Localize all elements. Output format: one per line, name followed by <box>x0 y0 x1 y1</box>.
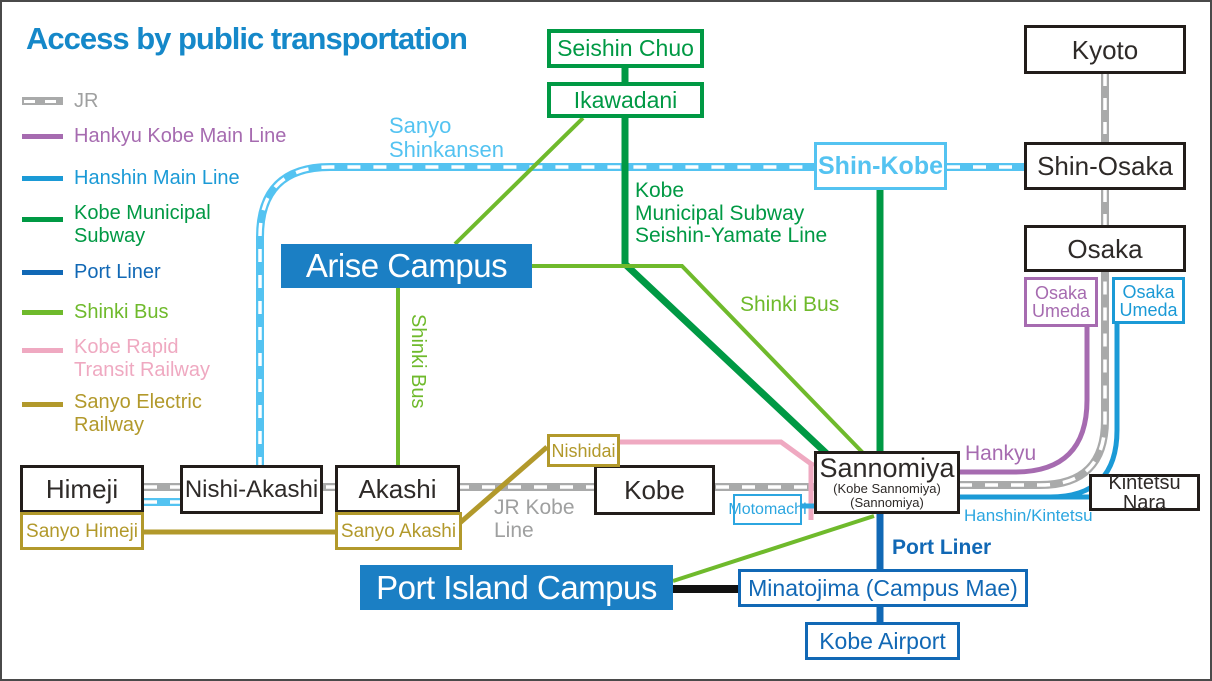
station-sannomiya: Sannomiya (Kobe Sannomiya) (Sannomiya) <box>814 451 960 514</box>
station-motomachi: Motomachi <box>728 494 807 525</box>
shinki-bus-vertical-label: Shinki Bus <box>407 314 429 409</box>
legend-swatch-subway <box>22 217 63 222</box>
station-himeji: Himeji <box>20 465 144 513</box>
subway-seishin-yamate-label: Kobe Municipal Subway Seishin-Yamate Lin… <box>635 179 828 248</box>
legend-label-subway: Kobe Municipal Subway <box>74 202 211 247</box>
legend-swatch-jr <box>22 97 63 105</box>
station-kintetsu-nara: Kintetsu Nara <box>1089 473 1200 513</box>
legend-swatch-kobe-rapid <box>22 348 63 353</box>
port-liner-label: Port Liner <box>892 536 992 559</box>
kobe-rapid-transit-line <box>620 439 816 520</box>
station-kobe: Kobe <box>594 465 715 515</box>
legend-label-port-liner: Port Liner <box>74 261 161 283</box>
sannomiya-sub-label-2: (Sannomiya) <box>850 495 924 510</box>
port-island-campus-box: Port Island Campus <box>360 565 673 610</box>
legend-label-hankyu: Hankyu Kobe Main Line <box>74 125 287 147</box>
legend-label-sanyo-electric: Sanyo Electric Railway <box>74 391 202 436</box>
station-sanyo-akashi: Sanyo Akashi <box>335 512 462 550</box>
station-kyoto: Kyoto <box>1024 25 1186 74</box>
page-title: Access by public transportation <box>26 21 468 56</box>
station-akashi: Akashi <box>335 465 460 513</box>
shinki-bus-label: Shinki Bus <box>740 293 840 316</box>
legend-label-jr: JR <box>74 90 99 112</box>
station-shin-osaka: Shin-Osaka <box>1024 142 1186 190</box>
hanshin-kintetsu-label: Hanshin/Kintetsu <box>964 506 1093 525</box>
station-shin-kobe: Shin-Kobe <box>814 142 947 190</box>
sannomiya-sub-label-1: (Kobe Sannomiya) <box>833 480 941 496</box>
arise-campus-box: Arise Campus <box>281 244 532 288</box>
hankyu-line <box>959 327 1090 475</box>
shinki-bus-line <box>396 116 875 583</box>
station-sanyo-himeji: Sanyo Himeji <box>20 512 144 550</box>
station-osaka-umeda-hankyu: Osaka Umeda <box>1024 277 1098 327</box>
legend-swatch-hanshin <box>22 176 63 181</box>
legend-label-kobe-rapid: Kobe Rapid Transit Railway <box>74 336 210 381</box>
station-seishin-chuo: Seishin Chuo <box>547 29 704 68</box>
legend-label-shinki-bus: Shinki Bus <box>74 301 169 323</box>
station-minatojima: Minatojima (Campus Mae) <box>738 569 1028 607</box>
station-ikawadani: Ikawadani <box>547 82 704 118</box>
jr-kobe-line-label: JR Kobe Line <box>494 496 575 542</box>
station-kobe-airport: Kobe Airport <box>805 622 960 660</box>
legend-swatch-sanyo-electric <box>22 402 63 407</box>
legend-swatch-port-liner <box>22 270 63 275</box>
legend-swatch-hankyu <box>22 134 63 139</box>
station-nishidai: Nishidai <box>547 434 620 467</box>
sanyo-shinkansen-label: Sanyo Shinkansen <box>389 113 504 162</box>
station-nishi-akashi: Nishi-Akashi <box>180 465 323 514</box>
station-osaka: Osaka <box>1024 225 1186 272</box>
station-osaka-umeda-hanshin: Osaka Umeda <box>1112 277 1185 324</box>
legend-swatch-shinki-bus <box>22 310 63 315</box>
sannomiya-main-label: Sannomiya <box>819 452 955 483</box>
sanyo-electric-line <box>144 445 549 535</box>
hankyu-label: Hankyu <box>965 442 1037 465</box>
legend-label-hanshin: Hanshin Main Line <box>74 167 240 189</box>
